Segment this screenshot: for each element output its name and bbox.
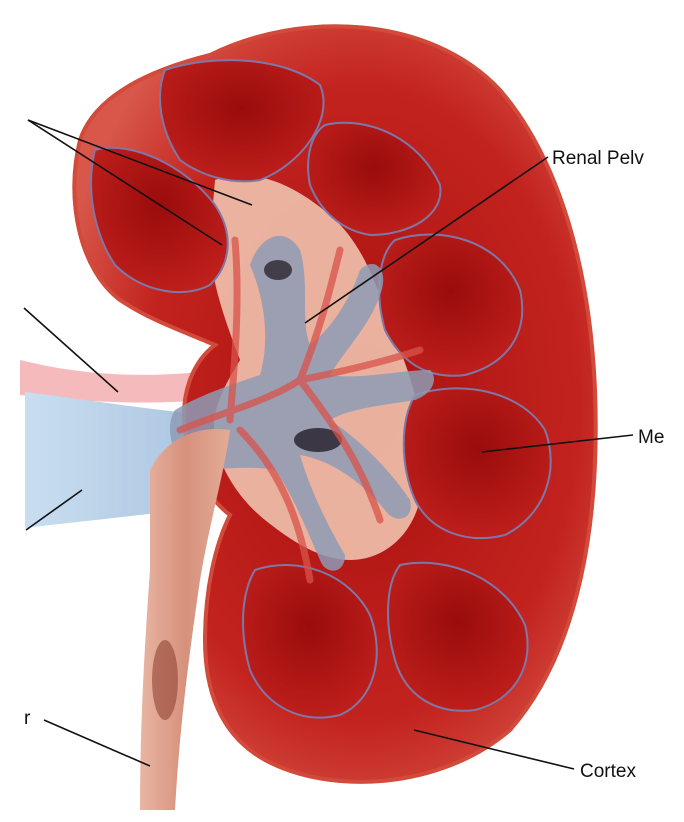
ureter-lumen [152,640,178,720]
label-medulla: Me [638,427,664,448]
calyx-shadow-upper [264,260,292,280]
pyramid-right-middle [404,388,551,538]
label-ureter: r [24,708,31,729]
label-renal-pelvis: Renal Pelv [552,148,644,169]
label-cortex: Cortex [580,761,636,782]
leader-ureter [44,720,150,766]
